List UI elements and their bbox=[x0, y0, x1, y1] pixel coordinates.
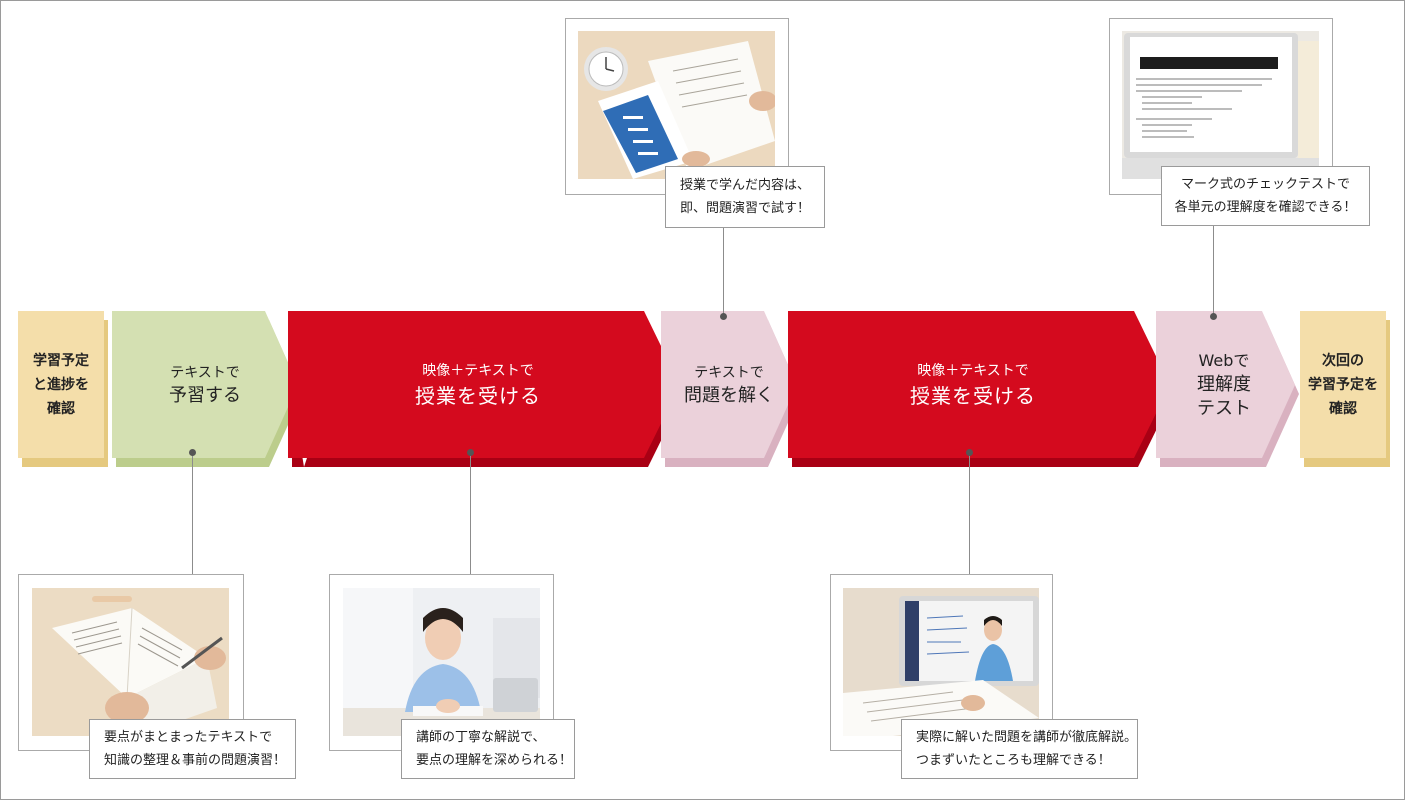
step-preview-line1: テキストで bbox=[170, 364, 240, 381]
caption-webtest-line2: 各単元の理解度を確認できる！ bbox=[1174, 200, 1357, 215]
step-practice: テキストで 問題を解く bbox=[661, 311, 801, 467]
step-practice-line2: 問題を解く bbox=[684, 384, 774, 406]
step-next-line1: 次回の bbox=[1322, 352, 1364, 369]
connector-practice bbox=[723, 227, 724, 317]
student-writing-photo bbox=[343, 588, 540, 736]
step-start-line1: 学習予定 bbox=[33, 352, 89, 369]
caption-lecture-2-line1: 実際に解いた問題を講師が徹底解説。 bbox=[916, 730, 1138, 745]
step-webtest-line3: テスト bbox=[1197, 397, 1251, 419]
connector-webtest bbox=[1213, 225, 1214, 317]
step-practice-line1: テキストで bbox=[694, 364, 764, 381]
caption-webtest: マーク式のチェックテストで 各単元の理解度を確認できる！ bbox=[1161, 166, 1370, 226]
caption-preview-line2: 知識の整理＆事前の問題演習！ bbox=[104, 753, 287, 768]
step-lecture-2: 映像＋テキストで 授業を受ける bbox=[788, 311, 1174, 467]
connector-lecture-2 bbox=[969, 452, 970, 574]
textbook-study-photo bbox=[32, 588, 229, 736]
step-start: 学習予定 と進捗を 確認 bbox=[18, 311, 108, 467]
connector-preview bbox=[192, 452, 193, 574]
step-lecture-2-line1: 映像＋テキストで bbox=[917, 362, 1029, 379]
step-lecture-1-line1: 映像＋テキストで bbox=[422, 362, 534, 379]
caption-lecture-1-line2: 要点の理解を深められる！ bbox=[416, 753, 573, 768]
worksheet-practice-photo bbox=[578, 31, 775, 179]
connector-dot-lecture-2 bbox=[966, 449, 973, 456]
step-lecture-1: 映像＋テキストで 授業を受ける bbox=[288, 311, 684, 467]
connector-dot-practice bbox=[720, 313, 727, 320]
caption-lecture-2-line2: つまずいたところも理解できる！ bbox=[916, 753, 1111, 768]
caption-preview-line1: 要点がまとまったテキストで bbox=[104, 730, 273, 745]
step-next-line2: 学習予定を bbox=[1308, 376, 1378, 393]
connector-lecture-1 bbox=[470, 452, 471, 574]
caption-preview: 要点がまとまったテキストで 知識の整理＆事前の問題演習！ bbox=[89, 719, 296, 779]
caption-lecture-2: 実際に解いた問題を講師が徹底解説。 つまずいたところも理解できる！ bbox=[901, 719, 1138, 779]
caption-lecture-1-line1: 講師の丁寧な解説で、 bbox=[416, 730, 546, 745]
caption-lecture-1: 講師の丁寧な解説で、 要点の理解を深められる！ bbox=[401, 719, 575, 779]
web-test-screen-photo bbox=[1122, 31, 1319, 179]
step-start-line2: と進捗を bbox=[33, 376, 89, 393]
step-lecture-1-line2: 授業を受ける bbox=[415, 383, 541, 408]
step-next: 次回の 学習予定を 確認 bbox=[1300, 311, 1390, 467]
step-webtest: Webで 理解度 テスト bbox=[1156, 311, 1299, 467]
caption-practice-line2: 即、問題演習で試す！ bbox=[679, 201, 810, 216]
step-preview: テキストで 予習する bbox=[112, 311, 302, 467]
connector-dot-preview bbox=[189, 449, 196, 456]
step-webtest-line2: 理解度 bbox=[1197, 373, 1251, 395]
connector-dot-webtest bbox=[1210, 313, 1217, 320]
step-start-line3: 確認 bbox=[47, 400, 75, 417]
caption-practice-line1: 授業で学んだ内容は、 bbox=[679, 178, 810, 193]
caption-practice: 授業で学んだ内容は、 即、問題演習で試す！ bbox=[665, 166, 825, 228]
step-webtest-line1: Webで bbox=[1198, 350, 1250, 370]
step-next-line3: 確認 bbox=[1329, 400, 1357, 417]
step-preview-line2: 予習する bbox=[169, 384, 241, 406]
caption-webtest-line1: マーク式のチェックテストで bbox=[1180, 177, 1350, 192]
video-lecture-laptop-photo bbox=[843, 588, 1039, 736]
step-lecture-2-line2: 授業を受ける bbox=[910, 383, 1036, 408]
connector-dot-lecture-1 bbox=[467, 449, 474, 456]
